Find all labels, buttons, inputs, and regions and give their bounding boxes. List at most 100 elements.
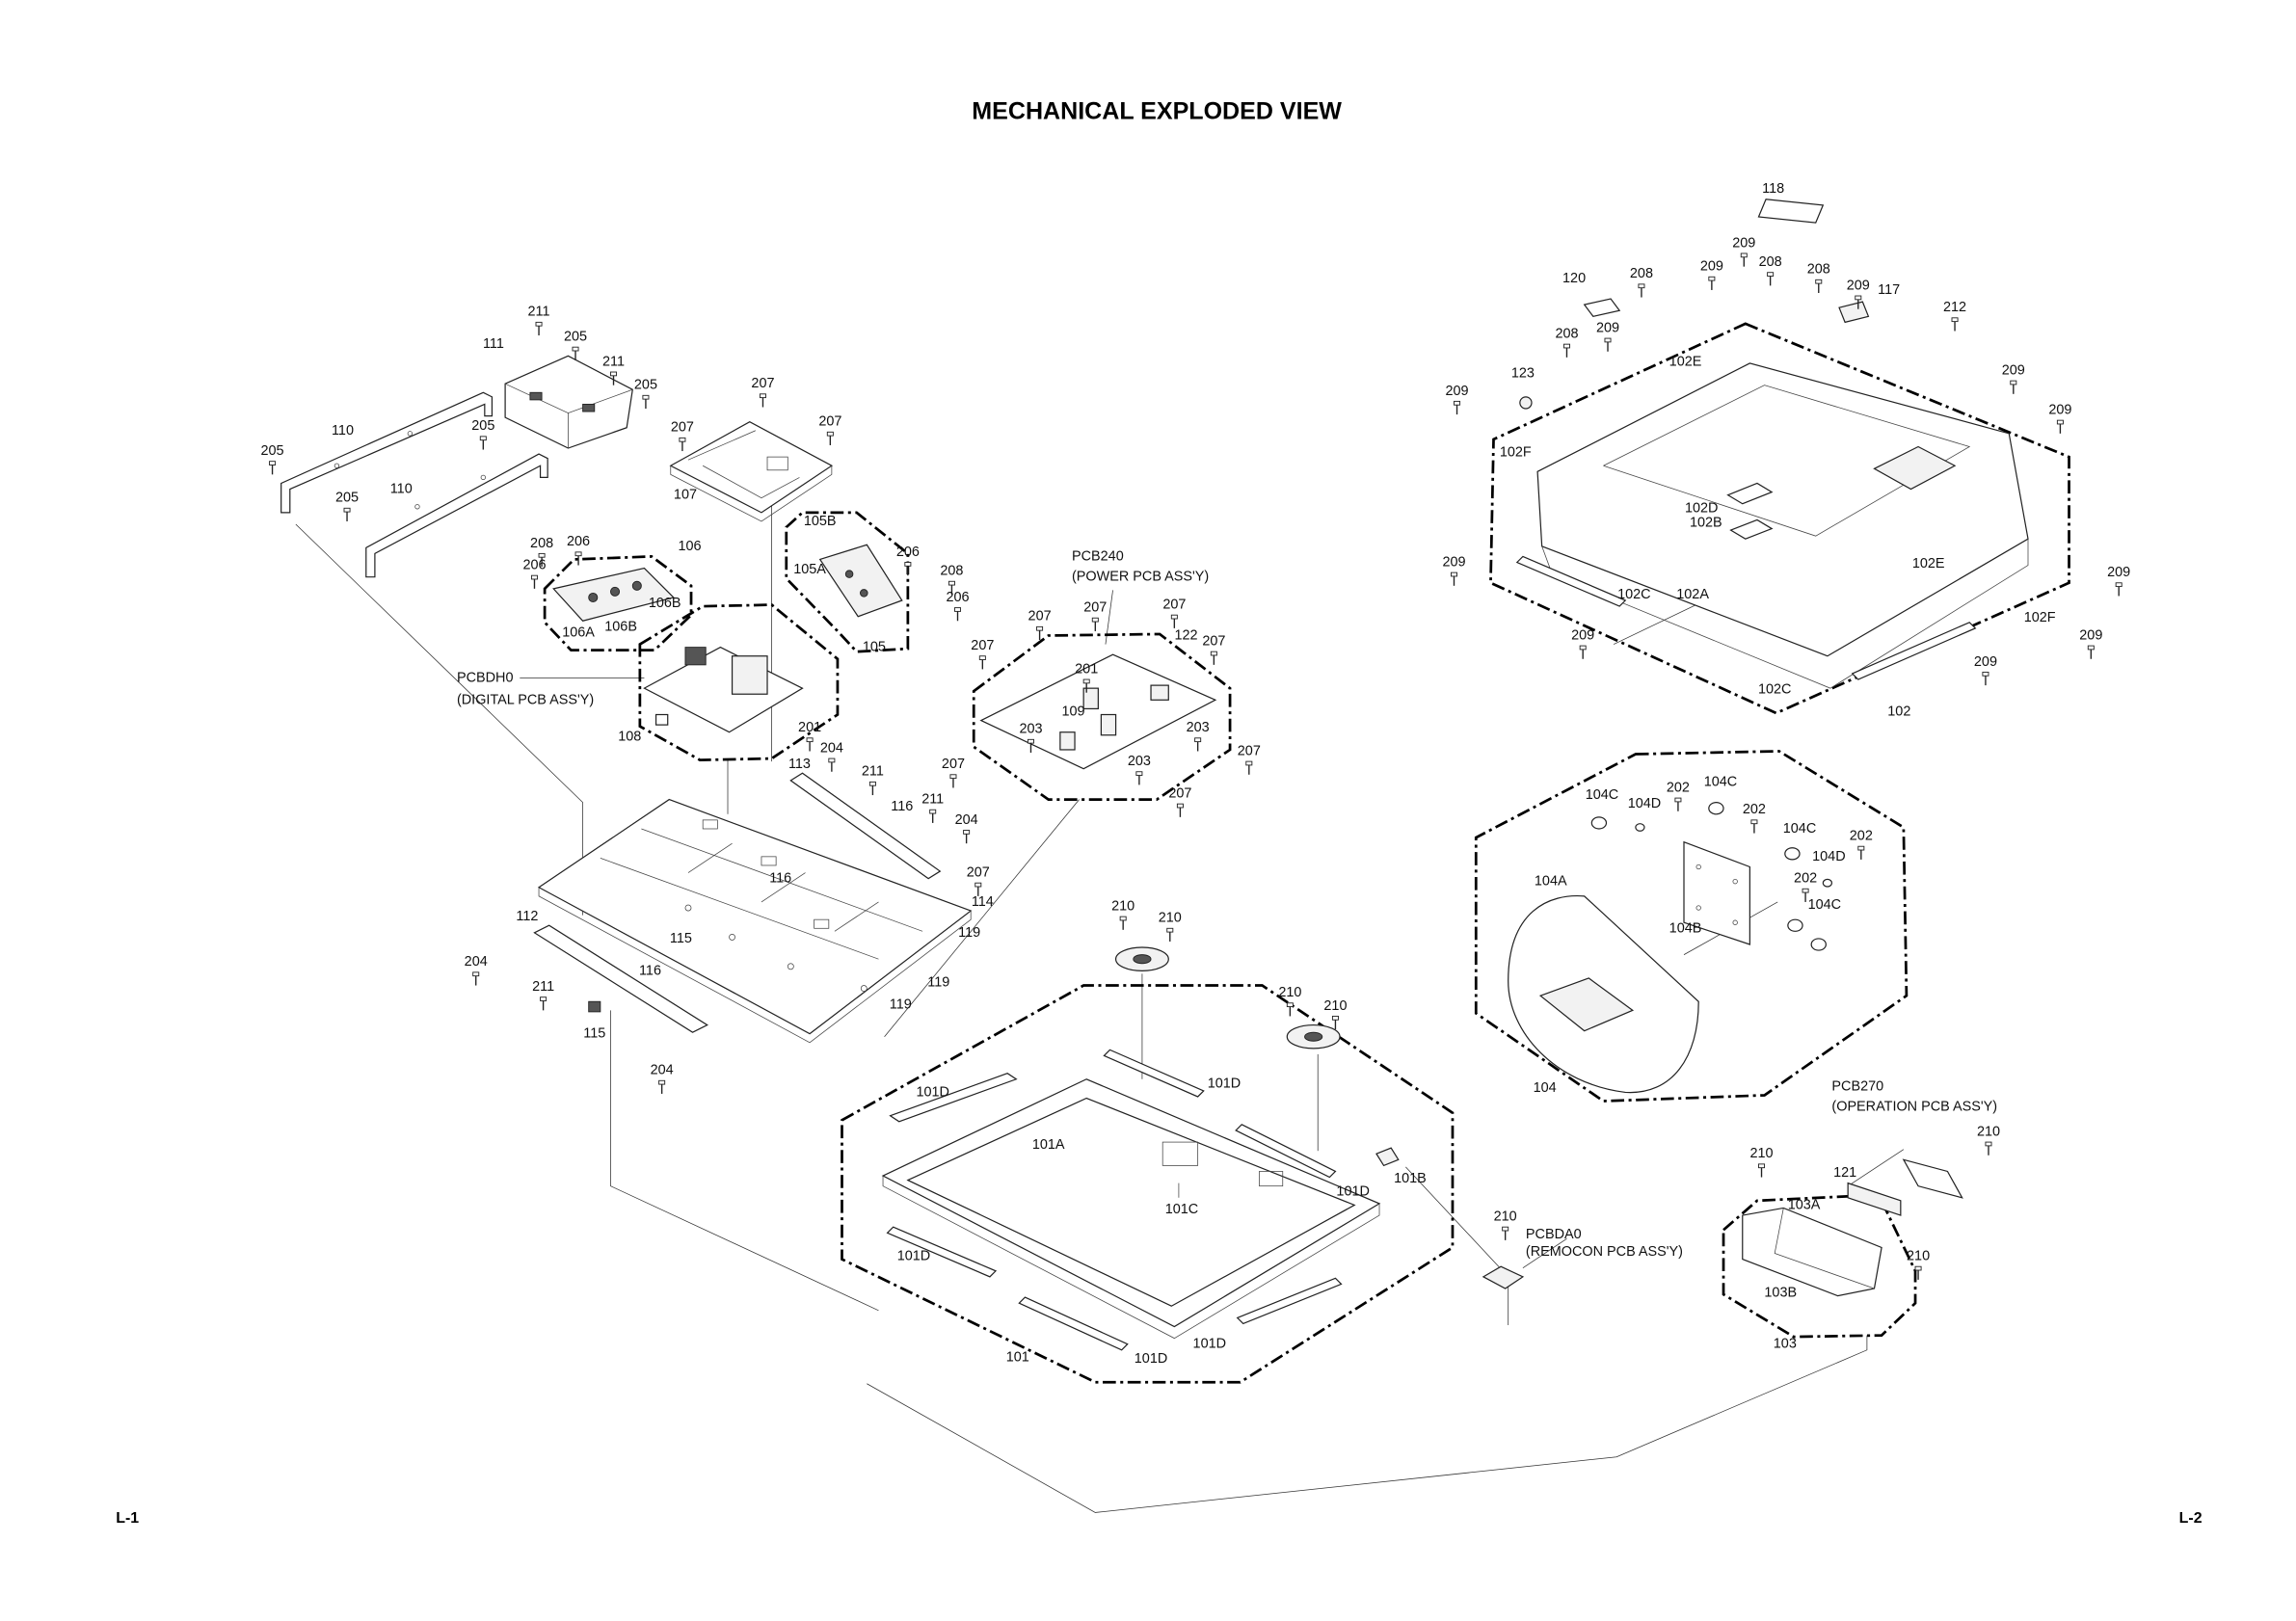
part-number-label: 206 — [896, 545, 920, 560]
part-number-label: 205 — [261, 443, 284, 459]
screw-icon — [1210, 651, 1217, 665]
screw-icon — [1951, 317, 1959, 332]
part-number-label: 104C — [1808, 897, 1841, 913]
screw-icon — [1170, 614, 1178, 628]
stand-group-boundary — [1474, 750, 1909, 1103]
part-number-label: 209 — [2079, 627, 2102, 643]
part-number-label: 111 — [483, 336, 504, 352]
screw-icon — [1740, 252, 1748, 267]
screw-icon — [1750, 819, 1758, 834]
operation-pcb-name: (OPERATION PCB ASS'Y) — [1831, 1100, 1997, 1115]
part-number-label: 206 — [946, 590, 969, 605]
part-number-label: 105B — [804, 514, 837, 529]
part-number-label: 122 — [1174, 627, 1197, 643]
back-cover-group-boundary — [1489, 322, 2070, 715]
part-number-label: 120 — [1562, 271, 1586, 286]
part-number-label: 211 — [532, 979, 554, 995]
part-number-label: 102C — [1758, 682, 1791, 698]
screw-icon — [1815, 279, 1823, 293]
part-number-label: 207 — [942, 757, 965, 772]
screw-icon — [1091, 617, 1099, 631]
screw-icon — [1674, 797, 1682, 811]
part-number-label: 116 — [769, 871, 791, 887]
part-number-label: 207 — [1083, 600, 1107, 616]
power-pcb-code: PCB240 — [1072, 548, 1124, 564]
part-number-label: 109 — [1061, 704, 1084, 719]
part-number-label: 103 — [1774, 1337, 1797, 1352]
part-number-label: 209 — [1974, 654, 1997, 670]
part-number-label: 205 — [634, 378, 657, 393]
part-number-label: 102E — [1669, 354, 1702, 369]
part-number-label: 101A — [1032, 1137, 1065, 1153]
part-number-label: 202 — [1743, 802, 1766, 817]
part-number-label: 108 — [618, 729, 641, 744]
digital-pcb-board — [643, 646, 804, 733]
part-number-label: 116 — [639, 963, 661, 978]
part-number-label: 110 — [390, 482, 413, 497]
part-number-label: 107 — [674, 488, 697, 503]
screw-icon — [963, 830, 971, 844]
part-number-label: 207 — [1168, 786, 1191, 802]
screw-icon — [1082, 678, 1090, 693]
part-number-label: 104D — [1812, 849, 1845, 864]
terminal-106-group-boundary — [543, 555, 693, 652]
screw-icon — [1027, 738, 1034, 753]
part-number-label: 208 — [1555, 327, 1578, 342]
part-number-label: 211 — [528, 305, 550, 320]
part-number-label: 102B — [1690, 515, 1722, 530]
part-number-label: 103A — [1788, 1197, 1821, 1212]
part-number-label: 101B — [1394, 1171, 1427, 1186]
part-number-label: 104C — [1783, 821, 1816, 837]
page-label-left: L-1 — [116, 1510, 139, 1527]
part-number-label: 211 — [602, 354, 625, 369]
part-number-label: 201 — [1075, 661, 1098, 677]
part-number-label: 101D — [1193, 1337, 1226, 1352]
part-number-label: 116 — [891, 799, 913, 814]
part-number-label: 115 — [583, 1026, 605, 1042]
part-number-label: 208 — [1807, 262, 1830, 278]
screw-icon — [1036, 625, 1044, 641]
part-number-label: 103B — [1764, 1286, 1797, 1301]
part-number-label: 210 — [1278, 985, 1301, 1000]
screw-icon — [343, 507, 351, 521]
part-number-label: 102A — [1676, 587, 1709, 602]
part-number-label: 208 — [1630, 266, 1653, 281]
operation-pcb — [1847, 1158, 1963, 1216]
part-number-label: 202 — [1794, 871, 1817, 887]
screw-icon — [1758, 1163, 1766, 1178]
part-number-label: 104B — [1669, 920, 1702, 936]
screw-icon — [806, 737, 814, 752]
screw-icon — [2087, 645, 2095, 659]
screw-icon — [929, 809, 937, 823]
part-number-label: 101 — [1006, 1349, 1029, 1365]
wall-brackets — [280, 391, 548, 578]
part-number-label: 206 — [567, 534, 590, 549]
part-number-label: 106A — [562, 624, 595, 640]
screw-icon — [1708, 276, 1716, 290]
screw-icon — [1579, 645, 1587, 659]
label-strips-101d — [886, 1049, 1343, 1351]
part-number-label: 102 — [1887, 704, 1910, 719]
part-number-label: 204 — [820, 740, 843, 756]
part-number-label: 210 — [1494, 1209, 1517, 1225]
screw-icon — [610, 371, 618, 385]
terminal-board-105 — [818, 544, 903, 618]
screw-icon — [1914, 1265, 1922, 1280]
screw-icon — [1802, 888, 1809, 902]
part-number-label: 207 — [1238, 743, 1261, 758]
part-number-label: 114 — [972, 894, 994, 910]
page-title: MECHANICAL EXPLODED VIEW — [972, 98, 1342, 125]
screw-icon — [978, 655, 986, 670]
screw-icon — [1857, 845, 1865, 860]
part-number-label: 102F — [1500, 445, 1532, 461]
screw-icon — [642, 394, 650, 409]
operation-group-boundary — [1722, 1193, 1917, 1339]
part-number-label: 105 — [863, 640, 886, 655]
screw-icon — [1331, 1015, 1339, 1030]
part-number-label: 101D — [1135, 1351, 1167, 1367]
screw-icon — [1286, 1002, 1294, 1017]
terminal-105-group-boundary — [785, 511, 910, 653]
bracket-111 — [504, 355, 633, 449]
